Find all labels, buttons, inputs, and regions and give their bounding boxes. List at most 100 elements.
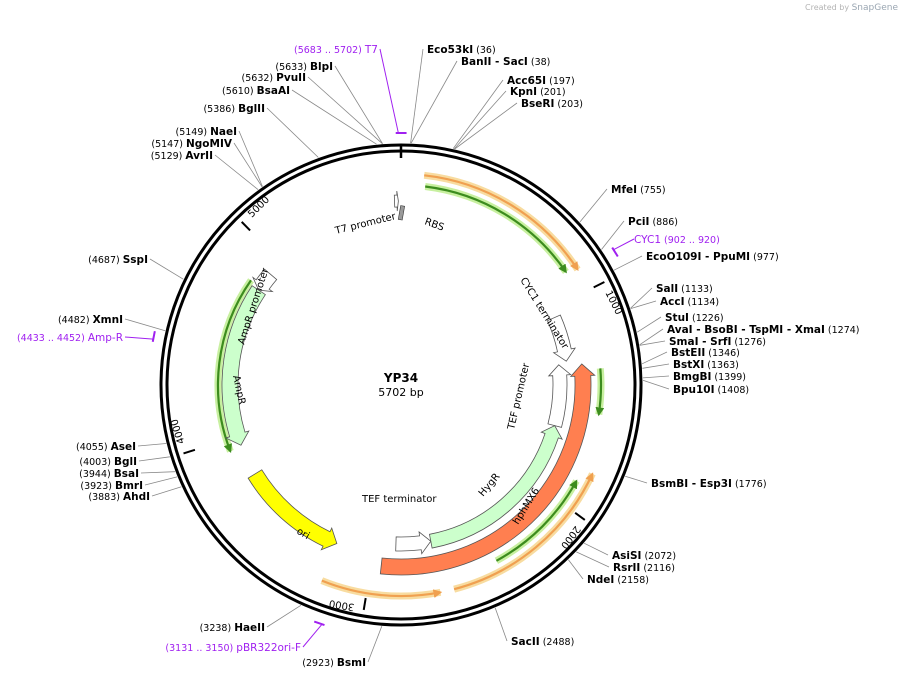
enzyme-name: SalI: [656, 283, 678, 295]
enzyme-position: (1363): [704, 360, 739, 371]
enzyme-connector: [138, 456, 170, 462]
enzyme-label: BsmBI - Esp3I (1776): [651, 478, 767, 490]
enzyme-name: BlpI: [310, 61, 333, 73]
orange-bands: [320, 171, 596, 600]
enzyme-position: (5147): [151, 139, 186, 150]
enzyme-label: (3883) AhdI: [88, 491, 150, 503]
enzyme-position: (1399): [711, 372, 746, 383]
enzyme-position: (1408): [715, 385, 750, 396]
primer-mark: [611, 247, 619, 258]
enzyme-position: (4055): [76, 442, 111, 453]
enzyme-position: (1346): [705, 348, 740, 359]
enzyme-connector: [137, 443, 167, 447]
enzyme-connector: [642, 379, 670, 390]
tick-2000: [574, 511, 586, 521]
enzyme-connector: [642, 363, 670, 369]
enzyme-position: (5633): [275, 62, 310, 73]
enzyme-connector: [630, 300, 657, 309]
restriction-sites: Eco53kI (36)BanII - SacI (38)Acc65I (197…: [58, 44, 860, 669]
enzyme-connector: [642, 375, 670, 379]
enzyme-name: NgoMIV: [186, 138, 233, 150]
enzyme-position: (2116): [640, 563, 675, 574]
enzyme-label: (3923) BmrI: [80, 480, 143, 492]
primer-name: CYC1: [634, 234, 661, 246]
enzyme-label: BanII - SacI (38): [461, 56, 550, 68]
enzyme-name: BglII: [238, 103, 265, 115]
enzyme-label: BstXI (1363): [673, 359, 739, 371]
enzyme-label: StuI (1226): [665, 312, 724, 324]
tick-label-4000: 4000: [169, 418, 187, 446]
enzyme-position: (36): [473, 45, 496, 56]
enzyme-label: EcoO109I - PpuMI (977): [646, 251, 779, 263]
feature-tef-terminator: [395, 530, 432, 555]
enzyme-name: BmrI: [115, 480, 143, 492]
enzyme-position: (201): [537, 87, 566, 98]
enzyme-label: AccI (1134): [660, 296, 719, 308]
primer-name: pBR322ori-F: [236, 642, 301, 654]
created-by-label: Created by: [805, 3, 850, 12]
backbone-outer-circle: [159, 143, 643, 627]
enzyme-connector: [630, 287, 653, 309]
orf-arrow: [595, 368, 605, 417]
enzyme-label: SacII (2488): [511, 636, 574, 648]
enzyme-position: (5149): [175, 127, 210, 138]
enzyme-position: (5632): [242, 73, 277, 84]
enzyme-label: (4055) AseI: [76, 441, 136, 453]
enzyme-name: - SacI: [491, 56, 527, 68]
orf-arrow: [425, 185, 567, 274]
enzyme-name: BsaAI: [257, 85, 290, 97]
orf-arrows: [214, 183, 605, 564]
feature-label-cyc1-terminator: CYC1 terminator: [517, 276, 570, 352]
enzyme-name: AvrII: [185, 150, 213, 162]
enzyme-name: SmaI: [669, 336, 699, 348]
tick-3000: [362, 597, 367, 611]
enzyme-position: (197): [546, 76, 575, 87]
primer-label: (5683 .. 5702) T7: [294, 44, 378, 56]
enzyme-position: (3923): [80, 481, 115, 492]
orf-arrow: [216, 279, 252, 453]
enzyme-label: AvaI - BsoBI - TspMI - XmaI (1274): [667, 324, 860, 336]
enzyme-position: (755): [637, 185, 666, 196]
enzyme-name: XmnI: [93, 314, 123, 326]
enzyme-label: Bpu10I (1408): [673, 384, 749, 396]
enzyme-name: KpnI: [510, 86, 537, 98]
plasmid-length: 5702 bp: [378, 386, 423, 399]
enzyme-name: - TspMI: [738, 324, 784, 336]
enzyme-label: RsrII (2116): [613, 562, 675, 574]
enzyme-connector: [149, 258, 184, 280]
enzyme-label: (5147) NgoMIV: [151, 138, 232, 150]
enzyme-position: (4003): [79, 457, 114, 468]
enzyme-connector: [639, 340, 666, 346]
enzyme-connector: [214, 154, 259, 191]
feature-label-rbs: RBS: [423, 216, 446, 233]
enzyme-label: (3238) HaeII: [200, 622, 265, 634]
primer-connector: [379, 48, 399, 134]
tick-5000: [240, 221, 251, 232]
enzyme-name: AvaI: [667, 324, 693, 336]
enzyme-name: - PpuMI: [701, 251, 750, 263]
enzyme-name: MfeI: [611, 184, 637, 196]
enzyme-label: (5633) BlpI: [275, 61, 333, 73]
enzyme-label: (5149) NaeI: [175, 126, 237, 138]
enzyme-label: AsiSI (2072): [612, 550, 676, 562]
enzyme-label: (3944) BsaI: [79, 468, 139, 480]
enzyme-label: SmaI - SrfI (1276): [669, 336, 766, 348]
enzyme-name: AccI: [660, 296, 684, 308]
primer-position: (902 .. 920): [661, 235, 720, 246]
enzyme-name: NdeI: [587, 574, 614, 586]
feature-hphmx6: [379, 363, 596, 576]
enzyme-label: (4003) BglI: [79, 456, 137, 468]
enzyme-connector: [410, 48, 424, 144]
feature-cyc1-terminator: [546, 314, 577, 362]
enzyme-connector: [641, 351, 668, 365]
snapgene-logo: SnapGene: [851, 3, 898, 13]
enzyme-name: HaeII: [234, 622, 265, 634]
enzyme-name: BglI: [114, 456, 137, 468]
enzyme-connector: [266, 604, 302, 628]
enzyme-label: (5386) BglII: [203, 103, 265, 115]
enzyme-connector: [124, 318, 166, 332]
feature-rbs: [397, 205, 405, 221]
enzyme-connector: [494, 607, 508, 642]
